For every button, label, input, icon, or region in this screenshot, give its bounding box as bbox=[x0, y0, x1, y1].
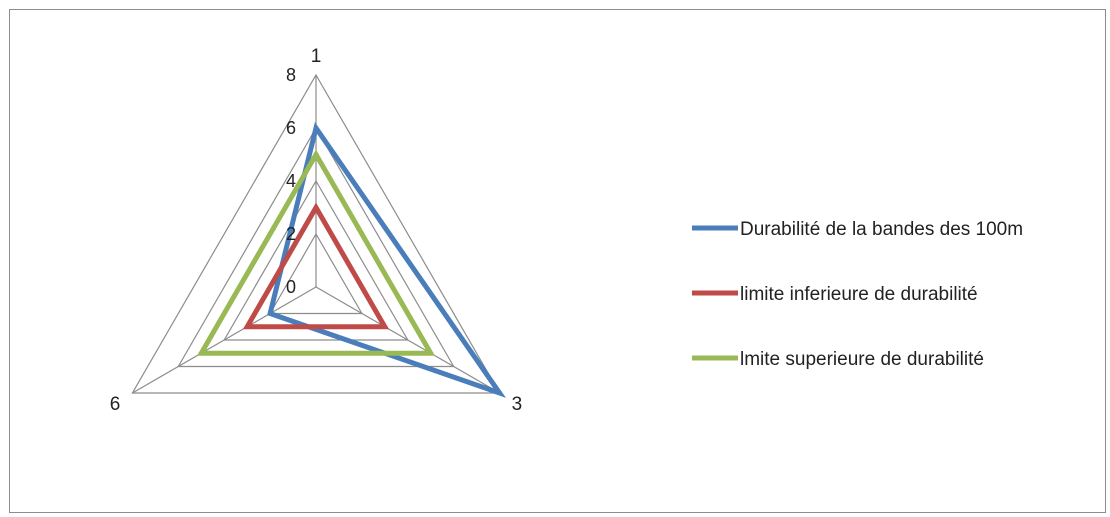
tick-label-8: 8 bbox=[286, 65, 296, 85]
category-label-6: 6 bbox=[110, 394, 121, 415]
grid-ring-4 bbox=[223, 179, 409, 341]
radar-chart: 0 2 4 6 81 3 6 Durabilité de la bandes des 100… bbox=[110, 46, 1023, 415]
radar-grid bbox=[131, 73, 501, 394]
legend-label-2: lmite superieure de durabilité bbox=[740, 349, 984, 370]
radar-series bbox=[196, 122, 507, 398]
tick-label-2: 2 bbox=[286, 224, 296, 244]
grid-ring-6 bbox=[177, 126, 455, 368]
tick-label-0: 0 bbox=[286, 277, 296, 297]
series-2-line bbox=[196, 149, 436, 356]
legend-label-1: limite inferieure de durabilité bbox=[740, 284, 978, 305]
spoke-3 bbox=[315, 286, 500, 394]
legend: Durabilité de la bandes des 100m limite i… bbox=[692, 219, 1023, 370]
category-label-3: 3 bbox=[512, 394, 523, 415]
grid-ring-2 bbox=[269, 232, 363, 315]
tick-label-6: 6 bbox=[286, 118, 296, 138]
grid-ring-8 bbox=[131, 73, 501, 394]
spoke-6 bbox=[132, 286, 317, 394]
legend-label-0: Durabilité de la bandes des 100m bbox=[740, 219, 1023, 240]
category-label-1: 1 bbox=[311, 46, 322, 67]
tick-label-4: 4 bbox=[286, 171, 296, 191]
series-1-line bbox=[242, 202, 390, 330]
radar-labels: 0 2 4 6 81 3 6 bbox=[110, 46, 522, 415]
